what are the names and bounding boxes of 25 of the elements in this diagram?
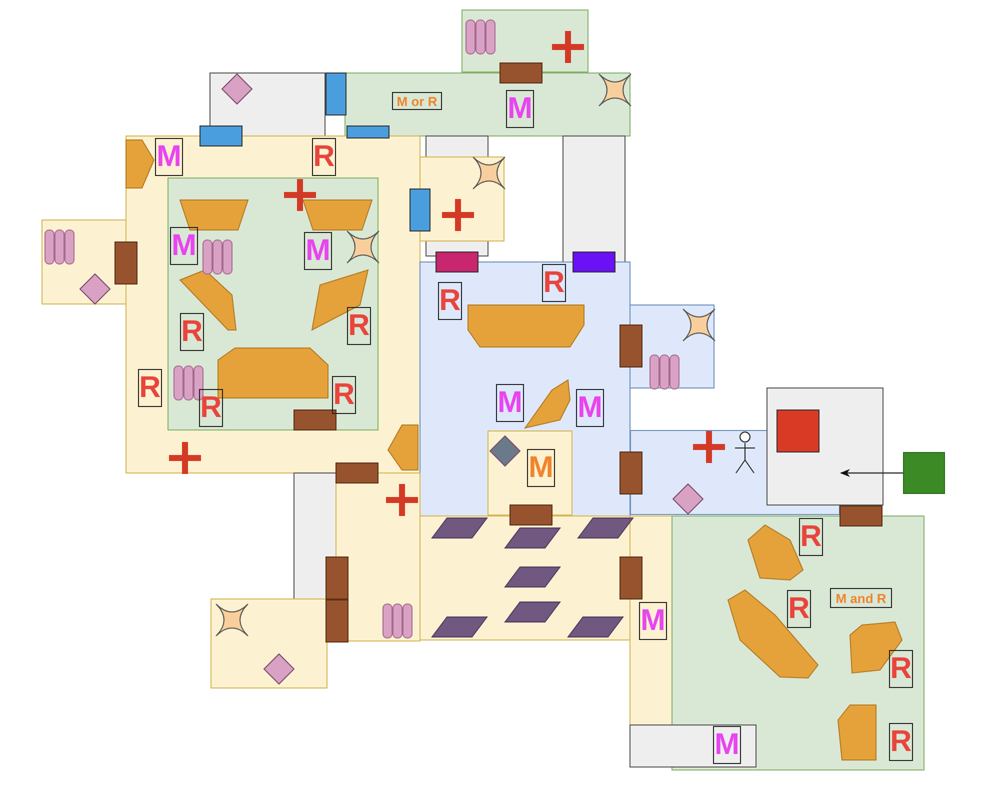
arrow [840, 469, 903, 477]
room-code-label: R [312, 138, 336, 176]
room-code-label: M or R [392, 92, 442, 110]
room-code-label: R [542, 264, 566, 302]
room-code-label: R [199, 389, 223, 427]
room-code-label: M [506, 90, 534, 128]
room-code-label: M and R [830, 588, 892, 608]
room-code-label: R [799, 518, 823, 556]
room-code-label: R [889, 650, 913, 688]
room-code-label: M [576, 389, 604, 427]
room-code-label: R [180, 313, 204, 351]
room-code-label: R [332, 376, 356, 414]
room-code-label: R [438, 282, 462, 320]
room-code-label: R [889, 723, 913, 761]
room-code-label: R [138, 369, 162, 407]
room-code-label: M [304, 232, 332, 270]
room-code-label: M [639, 602, 667, 640]
color-swatch-square [903, 452, 945, 494]
room-code-label: M [155, 138, 183, 176]
room-code-label: R [787, 590, 811, 628]
room-code-label: R [347, 307, 371, 345]
room-code-label: M [170, 227, 198, 265]
room-code-label: M [496, 384, 524, 422]
room-code-label: M [713, 726, 741, 764]
room-code-label: M [527, 449, 555, 487]
